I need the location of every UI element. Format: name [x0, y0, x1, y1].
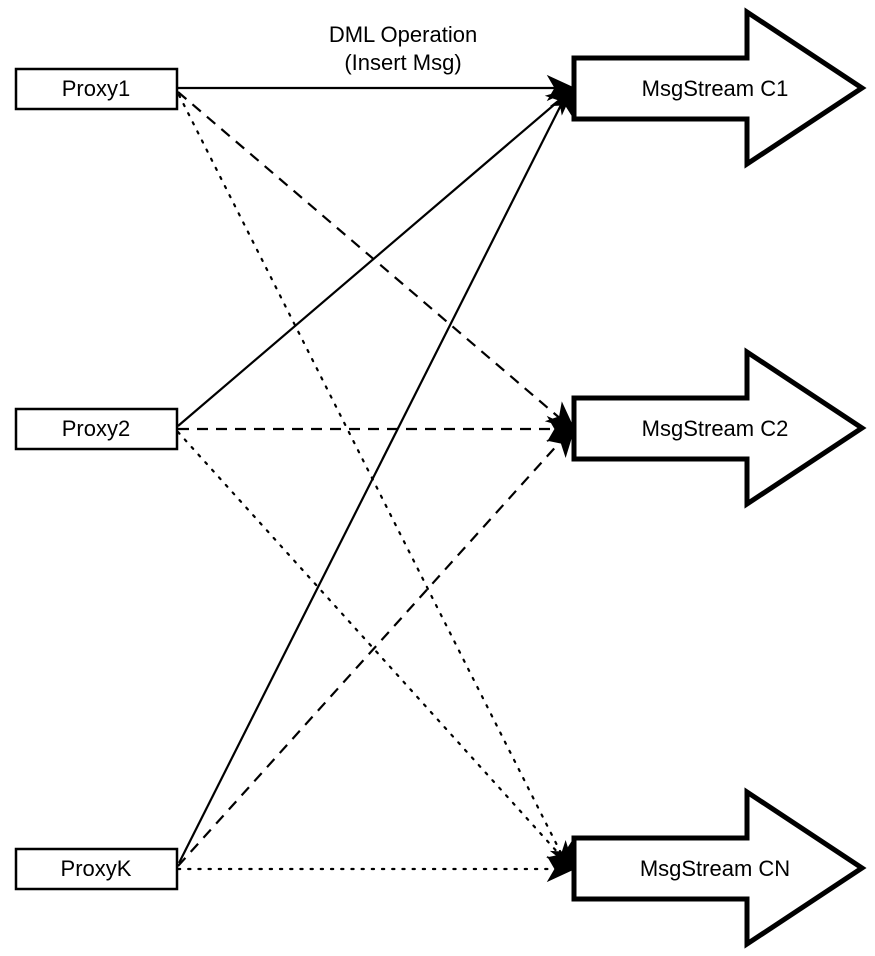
arrowhead-head-pk-c2	[546, 428, 575, 459]
arrowhead-shape	[546, 855, 576, 883]
stream-label: MsgStream C2	[642, 416, 789, 441]
edge-label-line-1: DML Operation	[329, 22, 477, 47]
stream-label: MsgStream C1	[642, 76, 789, 101]
proxy-box-rect	[14, 847, 179, 891]
arrowhead-shape	[546, 428, 575, 459]
link-proxy2-to-stream-c1	[177, 91, 570, 427]
stream-arrow-shape	[571, 787, 867, 949]
proxy-node-proxy2[interactable]: Proxy2	[14, 407, 179, 451]
proxy-box-rect	[14, 67, 179, 111]
proxy-box-rect	[14, 407, 179, 451]
dml-operation-label: DML Operation (Insert Msg)	[329, 22, 477, 75]
proxy-node-proxyk[interactable]: ProxyK	[14, 847, 179, 891]
links-group	[176, 86, 573, 871]
edge-label-line-2: (Insert Msg)	[344, 50, 461, 75]
arrowheads-group	[544, 74, 576, 883]
stream-arrow-shape	[571, 7, 867, 169]
stream-nodes-group: MsgStream C1 MsgStream C2 MsgStream CN	[571, 7, 867, 949]
stream-node-stream-c2[interactable]: MsgStream C2	[571, 347, 867, 509]
link-proxyk-to-stream-c2	[177, 431, 570, 867]
proxy-node-proxy1[interactable]: Proxy1	[14, 67, 179, 111]
stream-node-stream-cn[interactable]: MsgStream CN	[571, 787, 867, 949]
proxy-label: ProxyK	[61, 856, 132, 881]
stream-arrow-shape	[571, 347, 867, 509]
stream-label: MsgStream CN	[640, 856, 790, 881]
proxy-label: Proxy1	[62, 76, 130, 101]
link-proxyk-to-stream-c1	[178, 94, 567, 864]
stream-node-stream-c1[interactable]: MsgStream C1	[571, 7, 867, 169]
arrowhead-head-pk-cn	[546, 855, 576, 883]
proxy-label: Proxy2	[62, 416, 130, 441]
